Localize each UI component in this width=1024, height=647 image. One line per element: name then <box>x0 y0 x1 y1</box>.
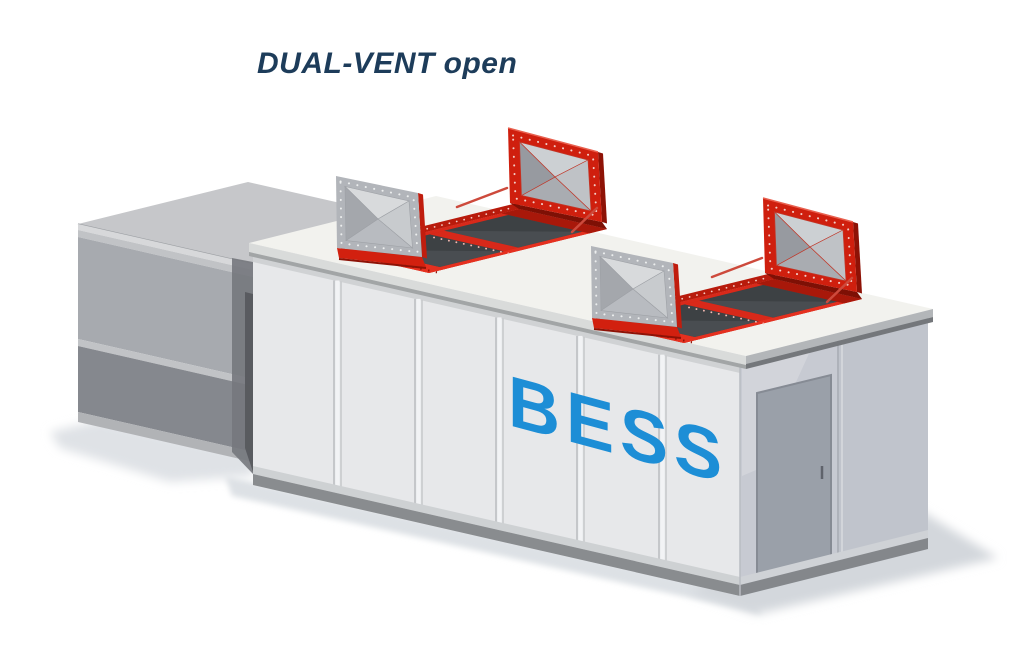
vent-strut <box>455 186 509 209</box>
panel-seams <box>333 280 667 565</box>
vent-lid-open-rear <box>507 127 607 224</box>
dual-vent-pair-1 <box>336 127 607 274</box>
container-end-panel <box>740 314 928 596</box>
access-door <box>756 373 832 580</box>
bess-container <box>249 196 933 596</box>
diagram-title: DUAL-VENT open <box>257 47 518 80</box>
lid-inner-panel <box>518 141 593 212</box>
front-base-rail <box>253 474 740 596</box>
auxiliary-unit <box>77 182 445 474</box>
lid-inner-panel <box>344 185 414 249</box>
opening-divider <box>429 230 519 252</box>
vent-lid-open-front <box>336 176 427 269</box>
vent-strut <box>570 206 599 234</box>
end-base-rail <box>740 538 928 596</box>
